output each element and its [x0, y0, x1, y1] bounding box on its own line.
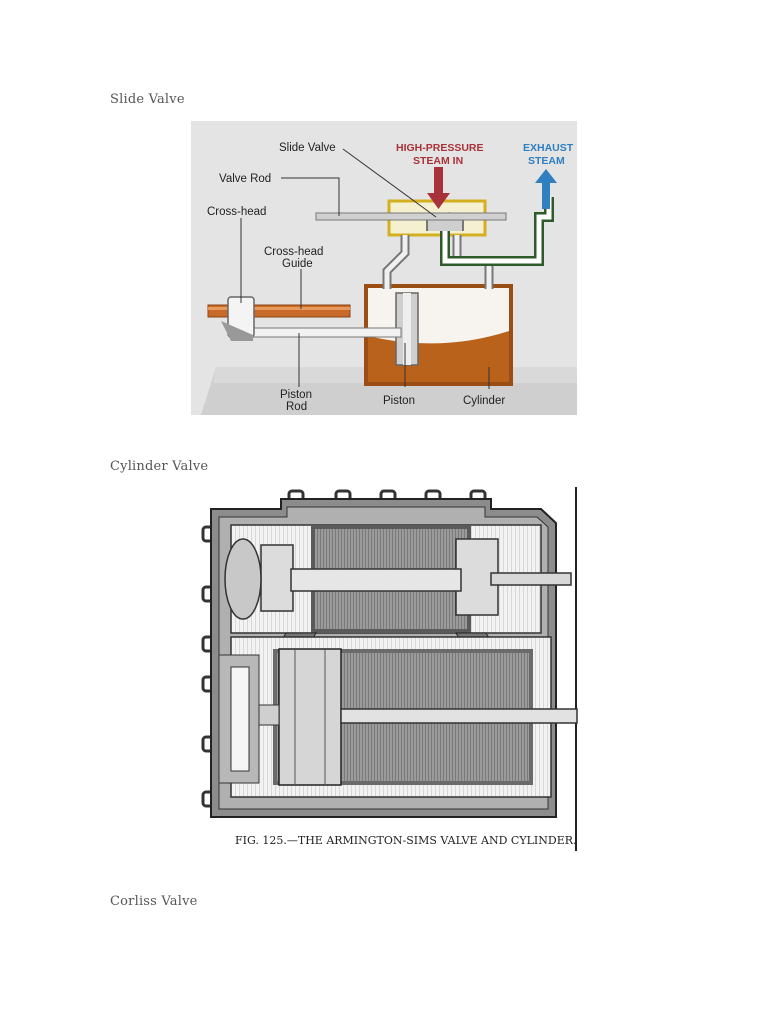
valve-spindle	[290, 568, 462, 592]
label-high-pressure-2: STEAM IN	[413, 155, 463, 167]
label-piston: Piston	[383, 395, 415, 407]
cylinder-piston	[278, 648, 342, 786]
label-cylinder: Cylinder	[463, 395, 505, 407]
label-cross-head: Cross-head	[207, 206, 266, 218]
label-valve-rod: Valve Rod	[219, 173, 271, 185]
section-heading-cylinder-valve: Cylinder Valve	[110, 459, 209, 474]
cylinder-piston-rod	[340, 708, 578, 724]
cylinder-valve-engraving: FIG. 125.—THE ARMINGTON-SIMS VALVE AND C…	[191, 487, 579, 851]
label-piston-rod-2: Rod	[286, 401, 307, 413]
piston-rod-shape	[250, 327, 402, 338]
label-piston-rod-1: Piston	[280, 389, 312, 401]
label-cross-head-guide-2: Guide	[282, 258, 313, 270]
exhaust-arrow	[542, 181, 550, 209]
label-exhaust-2: STEAM	[528, 155, 565, 167]
steam-in-arrow	[434, 167, 443, 195]
valve-rod-shape	[315, 212, 507, 221]
valve-spool-left	[260, 544, 294, 612]
section-heading-corliss-valve: Corliss Valve	[110, 894, 198, 909]
label-cross-head-guide-1: Cross-head	[264, 246, 323, 258]
label-exhaust-1: EXHAUST	[523, 142, 574, 154]
valve-stem	[490, 572, 572, 586]
label-high-pressure-1: HIGH-PRESSURE	[396, 142, 484, 154]
slide-valve-diagram: Slide Valve Valve Rod Cross-head Cross-h…	[191, 121, 577, 415]
label-slide-valve: Slide Valve	[279, 142, 336, 154]
section-heading-slide-valve: Slide Valve	[110, 92, 185, 107]
figure-caption: FIG. 125.—THE ARMINGTON-SIMS VALVE AND C…	[235, 834, 577, 847]
